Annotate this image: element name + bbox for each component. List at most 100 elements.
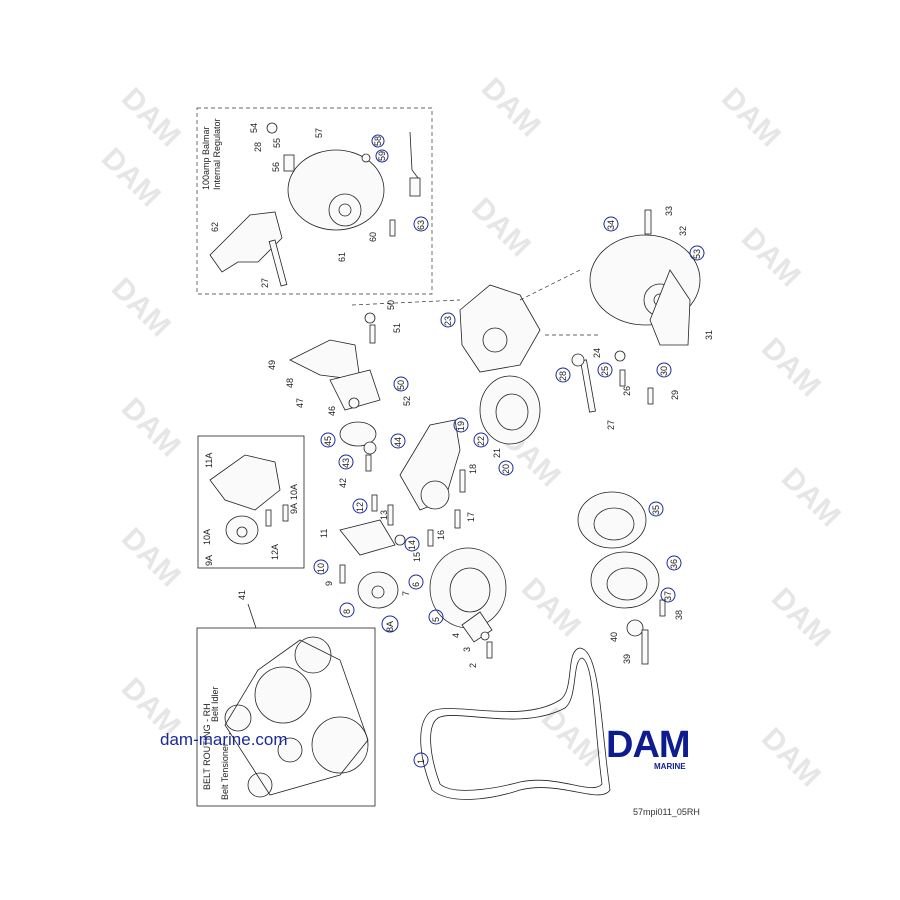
callout-14: 14 — [407, 540, 417, 550]
callout-circle-19 — [453, 417, 469, 433]
crank-pulley-5 — [429, 547, 507, 629]
pump-pulley-hub — [495, 393, 529, 431]
serpentine-belt-1 — [420, 647, 611, 800]
bracket-52 — [329, 369, 381, 411]
callout-circle-6 — [408, 574, 424, 590]
stud-18 — [459, 469, 466, 493]
callout-49: 49 — [267, 360, 277, 370]
callout-9a-b: 9A — [204, 555, 214, 566]
callout-circle-35 — [648, 501, 664, 517]
alternator-pulley-hub — [338, 203, 352, 217]
callout-circle-58 — [371, 134, 385, 148]
callout-5: 5 — [431, 617, 441, 622]
callout-circle-10 — [313, 559, 329, 575]
callout-circle-1 — [413, 752, 429, 768]
tensioner-pulley — [420, 480, 450, 510]
callout-36: 36 — [669, 559, 679, 569]
belt-pulley-pump — [254, 666, 312, 724]
bolt-2 — [486, 641, 493, 659]
belt-pulley-idler — [224, 704, 252, 732]
callout-21: 21 — [492, 448, 502, 458]
bolt-26 — [619, 369, 626, 387]
callout-43: 43 — [341, 458, 351, 468]
callout-circle-5 — [428, 609, 444, 625]
logo-wordmark: DAM — [606, 724, 691, 766]
callout-53: 53 — [692, 249, 702, 259]
tensioner-bracket-11a — [209, 454, 281, 511]
water-pump-23 — [459, 284, 541, 373]
washer-14 — [394, 534, 406, 546]
bracket-11 — [339, 519, 396, 556]
callout-27-main: 27 — [606, 420, 616, 430]
water-pump-hub — [482, 327, 508, 353]
bolt-27 — [580, 359, 596, 413]
callout-7: 7 — [401, 591, 411, 596]
watermark: DAM — [115, 522, 187, 594]
watermark: DAM — [755, 722, 827, 794]
callout-31: 31 — [704, 330, 714, 340]
label-belt-tensioner: Belt Tensioner — [220, 743, 230, 800]
callout-9: 9 — [324, 581, 334, 586]
callout-circle-44 — [390, 433, 406, 449]
washer-3 — [480, 631, 490, 641]
callout-52: 52 — [402, 396, 412, 406]
callout-26: 26 — [622, 386, 632, 396]
callout-48: 48 — [285, 378, 295, 388]
alternator-pulley-61 — [328, 193, 362, 227]
callout-circle-28 — [555, 367, 571, 383]
crank-pulley-inner — [449, 567, 491, 613]
watermark: DAM — [775, 462, 847, 534]
tensioner-inset: 11A 10A 9A 10A 9A 12A — [197, 435, 305, 569]
callout-42: 42 — [338, 478, 348, 488]
inset-border — [196, 107, 433, 295]
callout-circle-43 — [338, 454, 354, 470]
leader-41 — [247, 603, 257, 629]
washer-28 — [571, 353, 585, 367]
callout-circle-25 — [597, 362, 613, 378]
callout-38: 38 — [674, 610, 684, 620]
connector-plug — [409, 177, 421, 197]
serpentine-belt-group: 1 — [413, 647, 611, 800]
callout-39: 39 — [622, 654, 632, 664]
bolt-38 — [659, 599, 666, 617]
callout-circle-59 — [375, 149, 389, 163]
belt-pulley-crank — [311, 716, 369, 774]
pulley-36 — [590, 551, 660, 609]
callout-16: 16 — [436, 530, 446, 540]
belt-pulley-small — [277, 737, 303, 763]
callout-20: 20 — [501, 464, 511, 474]
callout-33: 33 — [664, 206, 674, 216]
tensioner-inset-border — [197, 435, 305, 569]
nut-54 — [266, 122, 278, 134]
belt-pulley-tensioner — [247, 772, 273, 798]
idler-8 — [357, 571, 399, 609]
bolt-16 — [427, 529, 434, 547]
bolt-33 — [644, 209, 652, 235]
callout-circle-30 — [656, 362, 672, 378]
callout-3: 3 — [462, 647, 472, 652]
spacer-56 — [283, 154, 295, 172]
callout-circle-36 — [666, 555, 682, 571]
callout-50: 50 — [386, 300, 396, 310]
callout-circle-23 — [440, 312, 456, 328]
callout-10a: 10A — [289, 484, 299, 500]
washer-50 — [364, 312, 376, 324]
callout-32: 32 — [678, 226, 688, 236]
pulley-36-inner — [606, 567, 648, 601]
callout-29: 29 — [670, 390, 680, 400]
tensioner-pulley-inset — [225, 515, 259, 545]
bolt-42 — [365, 454, 372, 472]
watermark: DAM — [515, 572, 587, 644]
bolt-10a — [282, 504, 289, 522]
callout-35: 35 — [651, 505, 661, 515]
pump-pulley-22 — [479, 375, 541, 445]
callout-8: 8 — [342, 609, 352, 614]
bracket-idler-group: 49 48 47 50 51 50 52 46 45 44 43 42 19 1… — [267, 300, 478, 633]
callout-1: 1 — [416, 759, 426, 764]
callout-2: 2 — [468, 663, 478, 668]
callout-55: 55 — [272, 138, 282, 148]
bolt-12a — [265, 509, 272, 527]
callout-45: 45 — [323, 436, 333, 446]
website-link[interactable]: dam-marine.com — [160, 730, 288, 749]
mounting-line — [351, 269, 600, 336]
